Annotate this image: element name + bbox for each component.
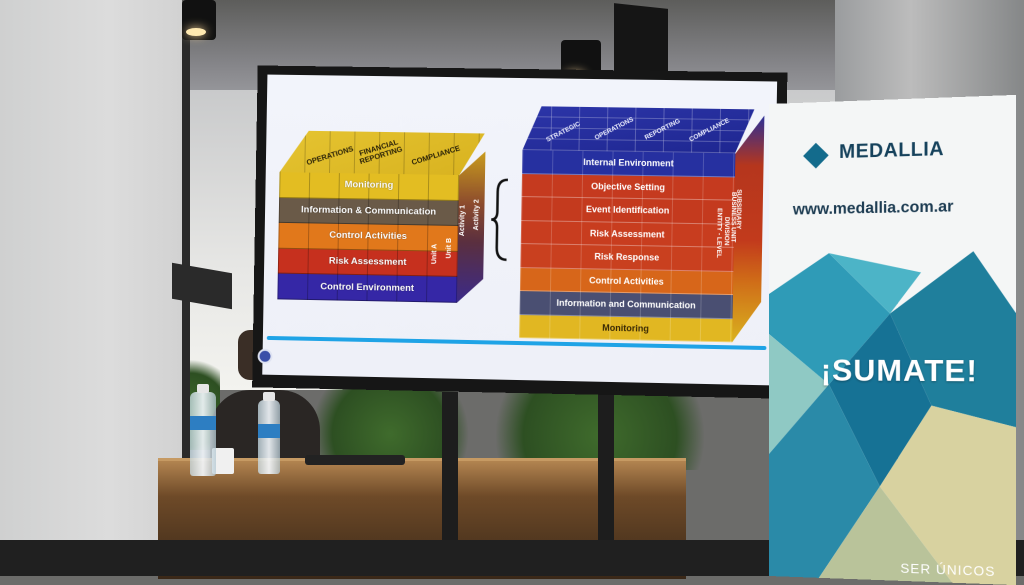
laptop (305, 455, 405, 465)
projector-screen (0, 0, 182, 548)
cube-row: Internal Environment (522, 150, 736, 177)
tv-stand-leg (598, 392, 614, 576)
banner-slogan: ¡SUMATE! (820, 354, 979, 389)
bracket-icon (491, 178, 509, 262)
coso-cube: OPERATIONS FINANCIAL REPORTING COMPLIANC… (277, 130, 484, 303)
cube-side-label: Activity 1 (459, 204, 467, 237)
cube-top-grid (522, 106, 754, 154)
cube-side-label: Unit A (431, 243, 439, 265)
cube-side-label: ENTITY - LEVEL (714, 207, 723, 259)
medallia-logo-icon (803, 142, 829, 169)
cube-row: Control Environment (277, 273, 458, 303)
cube-row: Monitoring (519, 314, 733, 343)
cup (212, 448, 234, 474)
cube-side-label: Activity 2 (473, 199, 481, 231)
cube-row: Objective Setting (521, 173, 736, 201)
banner-url: www.medallia.com.ar (792, 198, 954, 219)
banner-pattern (769, 250, 1016, 585)
banner-logo: MEDALLIA (839, 138, 945, 164)
cube-front-face: Monitoring Information & Communication C… (277, 172, 460, 303)
water-bottle (190, 384, 216, 476)
presentation-slide: OPERATIONS FINANCIAL REPORTING COMPLIANC… (262, 74, 778, 386)
cube-side-label: BUSINESS UNIT (729, 191, 738, 243)
ceiling-light-icon (182, 0, 216, 40)
cube-front-face: Internal Environment Objective Setting E… (519, 150, 736, 343)
cube-side-label: DIVISION (722, 216, 731, 246)
water-bottle (258, 392, 280, 474)
roll-up-banner: MEDALLIA www.medallia.com.ar ¡SUMATE! SE… (769, 94, 1016, 585)
cube-side-label: Unit B (445, 237, 453, 259)
cube-row: Monitoring (279, 172, 460, 201)
tv-stand-leg (442, 392, 458, 576)
tv-monitor: OPERATIONS FINANCIAL REPORTING COMPLIANC… (252, 65, 788, 399)
cube-row: Information & Communication (278, 197, 459, 227)
erm-cube: STRATEGIC OPERATIONS REPORTING COMPLIANC… (519, 106, 764, 343)
